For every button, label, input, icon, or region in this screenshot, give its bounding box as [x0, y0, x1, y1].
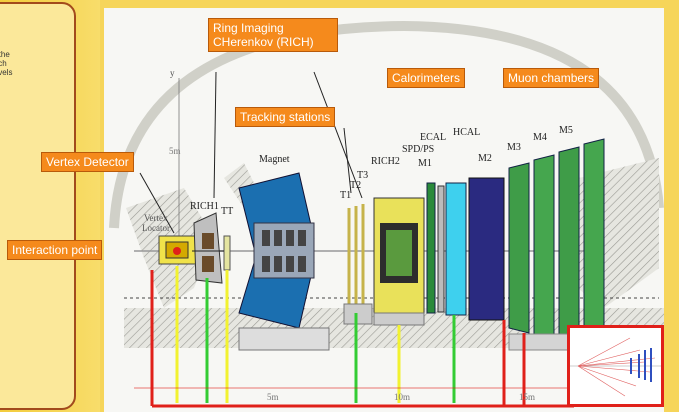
vertex-detector-callout: Vertex Detector: [41, 152, 134, 172]
ecal-label: ECAL: [420, 132, 446, 143]
tracking-stations-callout: Tracking stations: [235, 107, 335, 127]
muon-chambers-callout: Muon chambers: [503, 68, 599, 88]
m5-label: M5: [559, 125, 573, 136]
m1-label: M1: [418, 158, 432, 169]
m2-label: M2: [478, 153, 492, 164]
m3-label: M3: [507, 142, 521, 153]
interaction-point-marker: [173, 247, 181, 255]
scale-10m-label: 10m: [394, 392, 410, 402]
interaction-point-callout: Interaction point: [7, 240, 102, 260]
hcal-label: HCAL: [453, 127, 480, 138]
side-panel-text: n the hich levels er: [0, 50, 66, 86]
rich2-core: [386, 230, 412, 276]
spd-ps-layer: [438, 186, 444, 312]
locator-label: Locator: [142, 223, 170, 234]
spd-ps-label: SPD/PS: [402, 144, 434, 155]
m1-station: [427, 183, 435, 313]
scale-5m-label: 5m: [267, 392, 279, 402]
hcal-block: [469, 178, 504, 320]
m4-station: [559, 147, 579, 349]
event-display-inset: [567, 325, 664, 407]
m3-station: [534, 155, 554, 341]
rich1-label: RICH1: [190, 201, 219, 212]
tt-label: TT: [221, 206, 233, 217]
calorimeters-callout: Calorimeters: [387, 68, 465, 88]
m2-station: [509, 163, 529, 333]
t2-label: T2: [350, 180, 361, 191]
magnet-support: [239, 328, 329, 350]
m4-label: M4: [533, 132, 547, 143]
rich2-support: [374, 313, 424, 325]
t3-label: T3: [357, 170, 368, 181]
scale-5m-vertical: 5m: [169, 146, 181, 156]
event-display-svg: [570, 328, 661, 404]
side-text-panel: n the hich levels er: [0, 2, 76, 410]
rich1-mirror-top: [202, 233, 214, 249]
ecal-block: [446, 183, 466, 315]
rich-callout: Ring Imaging CHerenkov (RICH): [208, 18, 338, 52]
t1-label: T1: [340, 190, 351, 201]
tt-station: [224, 236, 230, 270]
magnet-label: Magnet: [259, 154, 290, 165]
event-tracks: [578, 338, 655, 396]
rich2-label: RICH2: [371, 156, 400, 167]
event-hits: [630, 348, 652, 382]
rich1-mirror-bottom: [202, 256, 214, 272]
y-axis-label: y: [170, 68, 175, 79]
scale-15m-label: 15m: [519, 392, 535, 402]
tracking-support: [344, 304, 372, 324]
